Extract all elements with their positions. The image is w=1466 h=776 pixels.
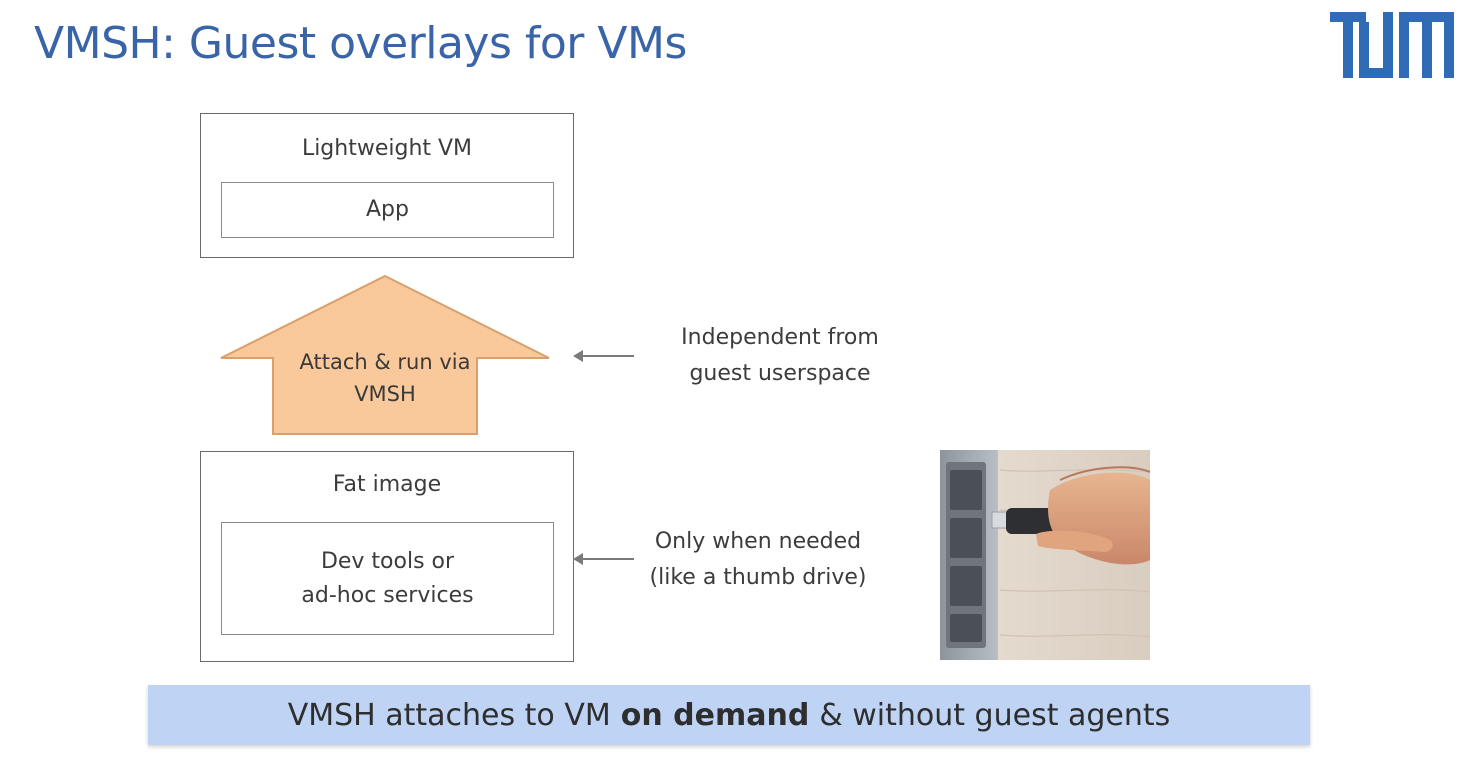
dev-tools-box: Dev tools or ad-hoc services [221,522,554,635]
dev-tools-line2: ad-hoc services [301,582,474,608]
note-on-demand-line1: Only when needed [654,529,862,554]
pointer-head-icon [573,350,583,362]
note-independent-line1: Independent from [681,325,879,350]
attach-arrow-label: Attach & run via VMSH [270,346,500,410]
pointer-arrow-independent [573,350,634,362]
banner-prefix: VMSH attaches to VM [287,697,611,733]
note-independent-line2: guest userspace [689,361,871,386]
banner-suffix: & without guest agents [819,697,1171,733]
note-on-demand-line2: (like a thumb drive) [649,565,867,590]
attach-arrow [220,274,550,435]
pointer-arrow-on-demand [573,553,634,565]
takeaway-banner: VMSH attaches to VM on demand & without … [148,685,1310,745]
fat-image-box: Fat image Dev tools or ad-hoc services [200,451,574,662]
attach-arrow-line2: VMSH [354,382,416,406]
app-box: App [221,182,554,238]
banner-emphasis: on demand [620,697,810,733]
lightweight-vm-label: Lightweight VM [301,136,473,161]
note-on-demand: Only when needed (like a thumb drive) [632,524,884,596]
dev-tools-line1: Dev tools or [320,548,455,574]
usb-thumb-drive-photo [940,450,1150,660]
slide-title: VMSH: Guest overlays for VMs [34,18,687,69]
lightweight-vm-box: Lightweight VM App [200,113,574,258]
pointer-head-icon [573,553,583,565]
attach-arrow-line1: Attach & run via [299,350,471,374]
fat-image-label: Fat image [332,472,442,497]
tum-logo [1330,12,1454,78]
note-independent: Independent from guest userspace [660,320,900,392]
